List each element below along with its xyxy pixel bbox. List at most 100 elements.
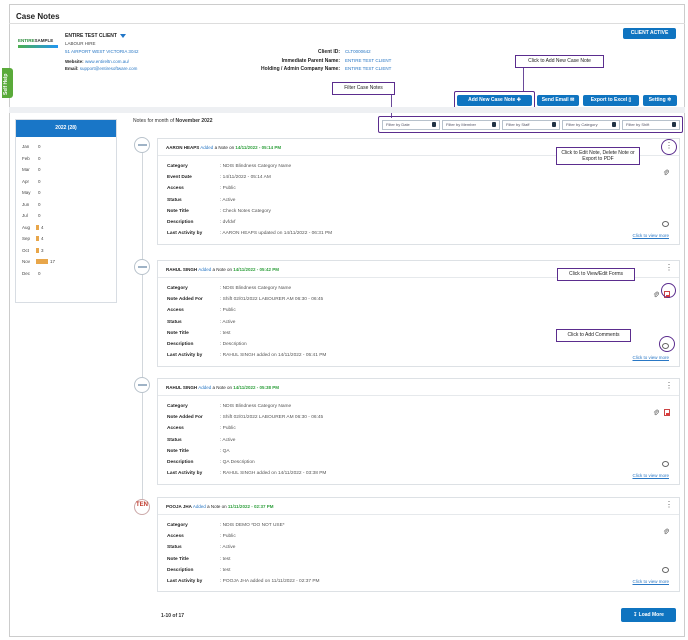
export-excel-button[interactable]: Export to Excel ▯ [583, 95, 639, 106]
view-more-link[interactable]: Click to view more [632, 233, 669, 238]
arrow-down-icon: ↧ [633, 612, 638, 618]
note-field: Description: test [167, 568, 230, 573]
highlight-kebab [661, 139, 677, 155]
title-divider [9, 23, 685, 24]
forms-icon[interactable] [664, 409, 670, 416]
website-link[interactable]: www.entireltn.com.au/ [84, 59, 129, 64]
field-value: : NDIS DEMO *DO NOT USE* [220, 523, 285, 528]
field-label: Note Title [167, 556, 189, 562]
month-count: 17 [50, 259, 56, 265]
month-label: Sep [22, 236, 31, 241]
page-title: Case Notes [16, 12, 60, 21]
filter-by-shift[interactable]: Filter by Shift [622, 120, 680, 130]
self-help-tab[interactable]: Self Help [2, 68, 13, 98]
send-email-button[interactable]: Send Email ✉ [537, 95, 579, 106]
paperclip-icon[interactable] [653, 291, 659, 298]
more-options-icon[interactable] [665, 381, 673, 392]
filter-by-category[interactable]: Filter by Category [562, 120, 620, 130]
note-header: POOJA JHA Added a Note on 11/11/2022 - 0… [158, 498, 679, 515]
notes-heading-month: November 2022 [175, 118, 213, 124]
field-label: Status [167, 545, 182, 551]
month-count-bar [36, 259, 48, 265]
field-value: : 14/11/2022 - 05:14 AM [220, 175, 271, 181]
file-icon: ▯ [628, 97, 632, 103]
note-card: RAHUL SINGH Added a Note on 14/11/2022 -… [157, 378, 680, 485]
setting-button[interactable]: Setting ✲ [643, 95, 677, 106]
client-id-label: Client ID: [318, 49, 340, 55]
more-options-icon[interactable] [665, 500, 673, 511]
chevron-down-icon[interactable] [119, 33, 126, 38]
filter-by-staff[interactable]: Filter by Staff [502, 120, 560, 130]
month-count: 0 [38, 213, 41, 219]
month-item[interactable]: Jan 0 [22, 144, 41, 149]
view-more-link[interactable]: Click to view more [632, 473, 669, 478]
comment-icon[interactable] [662, 567, 669, 573]
field-value: : test [220, 567, 231, 573]
timeline-dot [134, 377, 150, 393]
client-email-row: Email: support@entiresoftware.com [65, 66, 137, 71]
field-value: : test [220, 330, 231, 336]
field-value: : RAHUL SINGH added on 14/11/2022 - 05:4… [220, 353, 327, 359]
client-name[interactable]: ENTIRE TEST CLIENT [65, 33, 126, 39]
client-active-button[interactable]: CLIENT ACTIVE [623, 28, 676, 39]
email-label: Email: [65, 66, 79, 71]
highlight-filters [378, 116, 683, 133]
month-label: May [22, 190, 31, 195]
month-label: Jan [22, 144, 30, 149]
parent-value: ENTIRE TEST CLIENT [345, 58, 392, 63]
highlight-forms [661, 283, 676, 298]
month-label: Nov [22, 259, 31, 264]
annotation-forms: Click to View/Edit Forms [557, 268, 635, 281]
month-label: Dec [22, 270, 31, 276]
field-value: : Public [220, 534, 236, 540]
field-value: : dvfdvf [220, 220, 236, 225]
comment-icon[interactable] [662, 221, 669, 227]
month-label: Feb [22, 155, 30, 161]
add-case-note-button[interactable]: Add New Case Note ✚ [457, 95, 532, 106]
field-label: Access [167, 308, 184, 314]
field-value: : Public [220, 186, 236, 192]
paperclip-icon[interactable] [663, 169, 669, 176]
more-options-icon[interactable] [665, 263, 673, 274]
field-label: Note Added For [167, 415, 203, 421]
comment-icon[interactable] [662, 461, 669, 467]
load-more-button[interactable]: ↧ Load More [621, 608, 676, 622]
field-value: : Description [220, 342, 247, 347]
annotation-comments: Click to Add Comments [556, 329, 631, 342]
email-link[interactable]: support@entiresoftware.com [79, 66, 138, 71]
view-more-link[interactable]: Click to view more [632, 579, 669, 584]
note-action-text: a Note on [214, 145, 235, 150]
note-header: RAHUL SINGH Added a Note on 14/11/2022 -… [158, 379, 679, 396]
filter-by-member[interactable]: Filter by Member [442, 120, 500, 130]
field-label: Status [167, 197, 182, 203]
month-count-bar [36, 224, 39, 230]
field-value: : Public [220, 426, 236, 432]
month-count: 0 [38, 144, 41, 150]
view-more-link[interactable]: Click to view more [632, 355, 669, 360]
year-header[interactable]: 2022 (28) [16, 120, 116, 137]
clock-icon [672, 122, 676, 127]
filter-date-label: Filter by Date [386, 122, 410, 127]
note-header: RAHUL SINGH Added a Note on 14/11/2022 -… [158, 261, 679, 278]
note-field: Access: Public [167, 534, 236, 539]
filter-by-date[interactable]: Filter by Date [382, 120, 440, 130]
client-name-text: ENTIRE TEST CLIENT [65, 33, 117, 39]
note-field: Note Title: test [167, 557, 230, 562]
field-label: Description [167, 460, 194, 465]
add-case-note-label: Add New Case Note [468, 97, 516, 103]
field-label: Category [167, 523, 188, 528]
field-value: : Active [220, 545, 236, 551]
month-item[interactable]: Nov 17 [22, 259, 56, 265]
paperclip-icon[interactable] [663, 528, 669, 535]
paperclip-icon[interactable] [653, 409, 659, 416]
